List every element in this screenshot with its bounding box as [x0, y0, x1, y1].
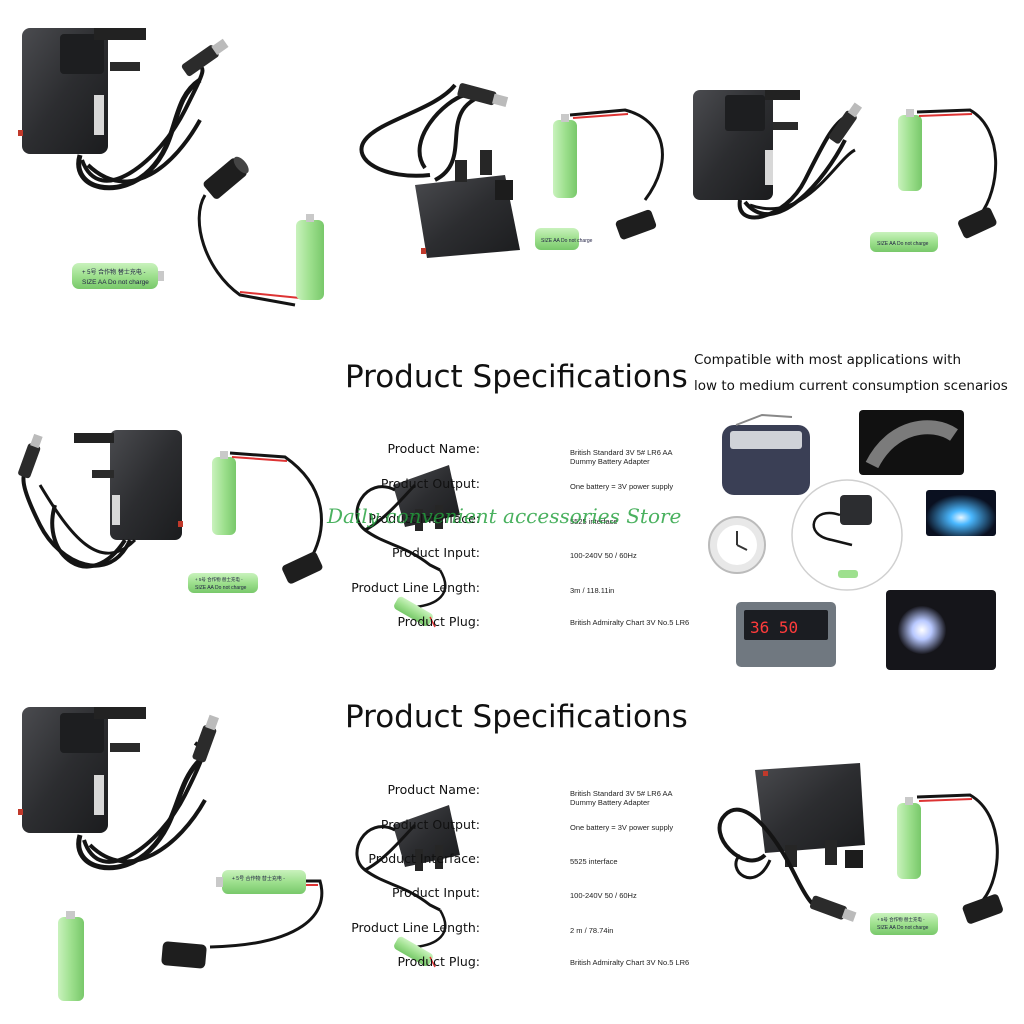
dummy-battery: + 5号 合作物 替士充电 - SIZE AA Do not charge	[188, 451, 258, 593]
spec-value-name: British Standard 3V 5# LR6 AA Dummy Batt…	[570, 448, 673, 466]
spec-value-name: British Standard 3V 5# LR6 AA Dummy Batt…	[570, 789, 673, 807]
radio-icon	[722, 413, 810, 495]
shaver-icon	[859, 410, 964, 475]
battery-label-line2: SIZE AA Do not charge	[541, 238, 593, 244]
dummy-battery	[394, 596, 433, 626]
compat-heading: Compatible with most applications with l…	[694, 347, 1008, 399]
power-adapter	[755, 763, 865, 868]
spec-label-output: Product Output:	[380, 817, 480, 832]
dummy-battery	[58, 911, 84, 1001]
battery-label-line1: + 5号 合作物 替士充电 -	[82, 268, 146, 276]
gas-flame-icon	[926, 490, 996, 536]
dummy-battery: + 5号 合作物 替士充电 - SIZE AA Do not charge	[72, 263, 164, 289]
power-adapter	[74, 430, 183, 540]
product-photo-middle-left: + 5号 合作物 替士充电 - SIZE AA Do not charge	[0, 345, 340, 675]
spec-value-output: One battery = 3V power supply	[570, 482, 674, 491]
compat-panel: Compatible with most applications with l…	[692, 345, 1024, 675]
battery-label-line2: SIZE AA Do not charge	[877, 241, 929, 247]
spec-label-name: Product Name:	[387, 441, 480, 456]
power-adapter	[393, 465, 460, 531]
spec-label-line-length: Product Line Length:	[351, 580, 480, 595]
display-digits: 36 50	[750, 618, 798, 637]
battery-label-line2: SIZE AA Do not charge	[195, 585, 247, 591]
spec-label-output: Product Output:	[380, 476, 480, 491]
power-adapter	[18, 28, 146, 154]
compat-line-1: Compatible with most applications with	[694, 352, 962, 368]
spec-value-line-length: 2 m / 78.74in	[570, 926, 614, 935]
spec-value-plug: British Admiralty Chart 3V No.5 LR6	[570, 618, 690, 627]
spec-panel-middle: Product Specifications Product Name: Bri…	[345, 345, 689, 675]
power-adapter	[18, 707, 146, 833]
page-title: Product Specifications	[345, 359, 688, 395]
spec-label-line-length: Product Line Length:	[351, 920, 480, 935]
battery-label-line2: SIZE AA Do not charge	[82, 279, 149, 286]
spec-value-line-length: 3m / 118.11in	[570, 586, 615, 595]
battery-label-line1: + 5号 合作物 替士充电 -	[195, 576, 243, 583]
compat-line-2: low to medium current consumption scenar…	[694, 378, 1008, 394]
flashlight-icon	[886, 590, 996, 670]
dummy-battery: + 5号 合作物 替士充电 -	[216, 870, 306, 894]
spec-value-interface: 5525 interface	[570, 517, 618, 526]
product-photo-bottom-left: + 5号 合作物 替士充电 -	[0, 685, 340, 1024]
spec-value-plug: British Admiralty Chart 3V No.5 LR6	[570, 958, 690, 967]
digital-display-icon: 36 50	[736, 602, 836, 667]
spec-value-output: One battery = 3V power supply	[570, 823, 674, 832]
adapter-circle-icon	[791, 479, 903, 591]
product-photo-top-left: + 5号 合作物 替士充电 - SIZE AA Do not charge	[0, 0, 340, 340]
spec-label-input: Product Input:	[391, 545, 480, 560]
spec-value-interface: 5525 interface	[570, 857, 618, 866]
dummy-battery	[394, 936, 433, 966]
battery-vertical	[296, 220, 324, 300]
dummy-battery: + 5号 合作物 替士充电 - SIZE AA Do not charge	[870, 797, 938, 935]
power-adapter	[393, 805, 460, 871]
page-title: Product Specifications	[345, 699, 688, 735]
product-photo-top-right: SIZE AA Do not charge	[685, 0, 1024, 340]
spec-panel-bottom: Product Specifications Product Name: Bri…	[345, 685, 689, 1024]
spec-label-interface: Product Interface:	[368, 511, 480, 526]
spec-label-plug: Product Plug:	[397, 954, 480, 969]
spec-label-name: Product Name:	[387, 782, 480, 797]
alarm-clock-icon	[708, 516, 766, 574]
battery-label-line1: + 5号 合作物 替士充电 -	[877, 916, 925, 923]
dummy-battery: SIZE AA Do not charge	[535, 114, 593, 250]
spec-label-input: Product Input:	[391, 885, 480, 900]
store-watermark: Daily convenient accessories Store	[327, 504, 682, 528]
spec-label-plug: Product Plug:	[397, 614, 480, 629]
power-adapter	[693, 90, 800, 200]
dummy-battery: SIZE AA Do not charge	[870, 109, 938, 252]
spec-value-input: 100-240V 50 / 60Hz	[570, 551, 637, 560]
product-photo-bottom-right: + 5号 合作物 替士充电 - SIZE AA Do not charge	[685, 685, 1024, 1024]
spec-value-input: 100-240V 50 / 60Hz	[570, 891, 637, 900]
product-photo-top-middle: SIZE AA Do not charge	[345, 0, 685, 340]
battery-label-line1: + 5号 合作物 替士充电 -	[232, 875, 285, 882]
spec-label-interface: Product Interface:	[368, 851, 480, 866]
battery-label-line2: SIZE AA Do not charge	[877, 925, 929, 931]
power-adapter	[415, 150, 520, 258]
